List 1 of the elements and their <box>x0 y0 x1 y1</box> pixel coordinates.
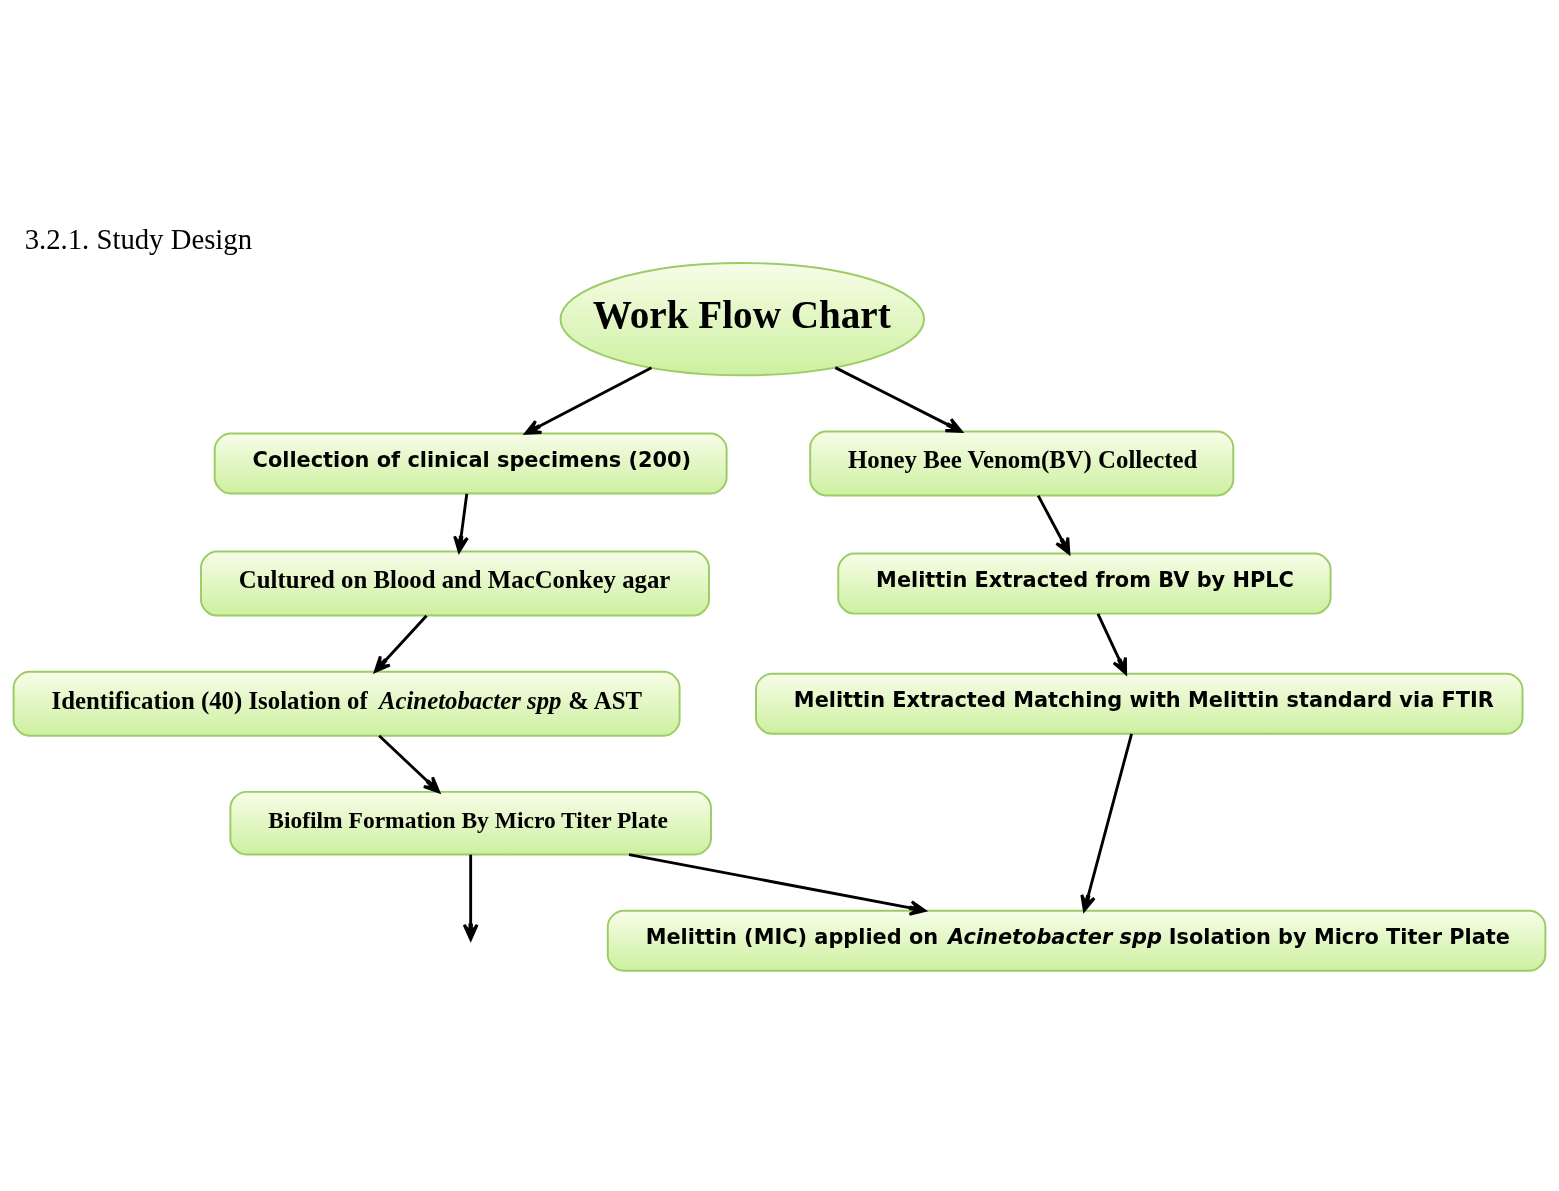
diagram-title: 3.2.1. Study Design <box>24 222 253 255</box>
